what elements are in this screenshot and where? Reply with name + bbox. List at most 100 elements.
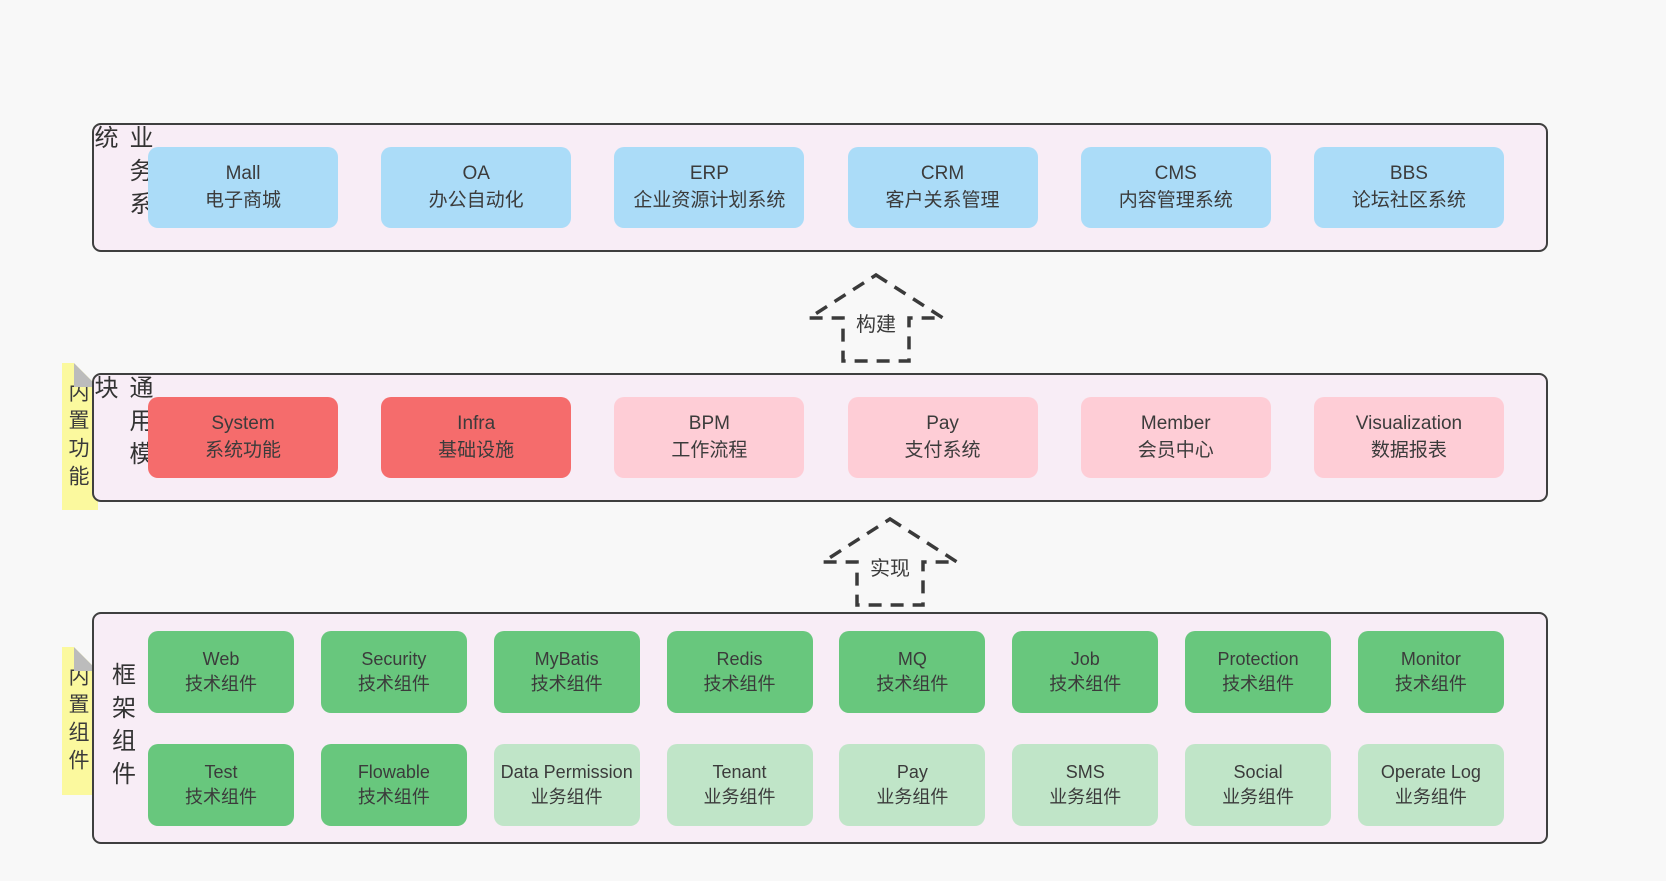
box-subtitle: 业务组件 [703, 786, 776, 807]
box-title: CRM [920, 162, 965, 184]
box-infra: Infra 基础设施 [381, 397, 572, 478]
box-subtitle: 工作流程 [671, 439, 748, 461]
box-social: Social 业务组件 [1185, 743, 1332, 826]
box-subtitle: 技术组件 [703, 673, 776, 694]
box-subtitle: 内容管理系统 [1118, 189, 1233, 211]
box-title: OA [462, 162, 490, 184]
box-title: Security [361, 648, 427, 669]
box-title: Infra [457, 412, 496, 434]
box-subtitle: 支付系统 [904, 439, 981, 461]
up-arrow-icon [806, 272, 946, 363]
box-subtitle: 办公自动化 [428, 189, 524, 211]
box-title: Pay [896, 761, 928, 782]
box-title: Tenant [712, 761, 767, 782]
box-cms: CMS 内容管理系统 [1080, 147, 1271, 228]
band-label-business-systems: 业务系统 [90, 125, 152, 250]
box-title: Data Permission [500, 761, 633, 782]
up-arrow-icon [820, 516, 960, 607]
box-title: Operate Log [1380, 761, 1481, 782]
box-title: Job [1070, 648, 1100, 669]
box-pay-system: Pay 支付系统 [847, 397, 1038, 478]
box-subtitle: 技术组件 [357, 786, 430, 807]
box-subtitle: 技术组件 [185, 673, 257, 694]
box-subtitle: 基础设施 [438, 439, 515, 461]
box-redis: Redis 技术组件 [666, 630, 813, 713]
box-title: Mall [225, 162, 261, 184]
band-label-common-modules: 通用模块 [90, 375, 152, 500]
box-title: Web [202, 648, 240, 669]
box-subtitle: 数据报表 [1370, 439, 1447, 461]
box-subtitle: 技术组件 [1222, 673, 1295, 694]
arrow-implement-label: 实现 [867, 552, 913, 581]
band-common-modules: 通用模块 System 系统功能 Infra 基础设施 BPM 工作流程 Pay… [90, 373, 1548, 502]
sticky-note-label: 内置功能 [66, 380, 89, 493]
box-bpm: BPM 工作流程 [614, 397, 805, 478]
box-title: ERP [689, 162, 729, 184]
box-protection: Protection 技术组件 [1185, 630, 1332, 713]
box-operate-log: Operate Log 业务组件 [1357, 743, 1504, 826]
box-oa: OA 办公自动化 [381, 147, 572, 228]
box-subtitle: 业务组件 [876, 786, 949, 807]
framework-row-2: Test 技术组件 Flowable 技术组件 Data Permission … [148, 743, 1504, 826]
box-crm: CRM 客户关系管理 [847, 147, 1038, 228]
box-title: Protection [1217, 648, 1299, 669]
band-business-systems: 业务系统 Mall 电子商城 OA 办公自动化 ERP 企业资源计划系统 CRM… [90, 123, 1548, 252]
box-title: Visualization [1355, 412, 1463, 434]
box-mq: MQ 技术组件 [839, 630, 986, 713]
box-tenant: Tenant 业务组件 [666, 743, 813, 826]
box-monitor: Monitor 技术组件 [1357, 630, 1504, 713]
box-title: Test [204, 761, 238, 782]
band-label-text: 通用模块 [90, 375, 152, 474]
box-subtitle: 论坛社区系统 [1351, 189, 1466, 211]
box-subtitle: 系统功能 [204, 439, 281, 461]
box-mybatis: MyBatis 技术组件 [493, 630, 640, 713]
box-sms: SMS 业务组件 [1012, 743, 1159, 826]
box-subtitle: 业务组件 [1222, 786, 1295, 807]
box-visualization: Visualization 数据报表 [1313, 397, 1504, 478]
arrow-build: 构建 [806, 272, 946, 364]
box-title: Pay [926, 412, 959, 434]
framework-row-1: Web 技术组件 Security 技术组件 MyBatis 技术组件 Redi… [148, 630, 1504, 713]
business-systems-row: Mall 电子商城 OA 办公自动化 ERP 企业资源计划系统 CRM 客户关系… [148, 125, 1546, 250]
box-subtitle: 企业资源计划系统 [633, 189, 786, 211]
box-subtitle: 会员中心 [1137, 439, 1214, 461]
box-subtitle: 业务组件 [530, 786, 603, 807]
box-flowable: Flowable 技术组件 [320, 743, 467, 826]
box-security: Security 技术组件 [320, 630, 467, 713]
box-data-permission: Data Permission 业务组件 [493, 743, 640, 826]
box-subtitle: 技术组件 [1049, 673, 1122, 694]
box-subtitle: 技术组件 [1394, 673, 1467, 694]
box-member: Member 会员中心 [1080, 397, 1271, 478]
box-subtitle: 客户关系管理 [885, 189, 1000, 211]
box-test: Test 技术组件 [148, 743, 294, 826]
band-label-text: 框架组件 [107, 662, 135, 794]
box-title: Monitor [1400, 648, 1461, 669]
box-mall: Mall 电子商城 [148, 147, 338, 228]
box-web: Web 技术组件 [148, 630, 294, 713]
box-system: System 系统功能 [148, 397, 338, 478]
box-title: System [211, 412, 275, 434]
box-subtitle: 技术组件 [357, 673, 430, 694]
box-title: CMS [1154, 162, 1197, 184]
box-job: Job 技术组件 [1012, 630, 1159, 713]
box-bbs: BBS 论坛社区系统 [1313, 147, 1504, 228]
box-subtitle: 技术组件 [876, 673, 949, 694]
box-title: SMS [1065, 761, 1105, 782]
common-modules-row: System 系统功能 Infra 基础设施 BPM 工作流程 Pay 支付系统… [148, 375, 1546, 500]
box-title: Flowable [357, 761, 430, 782]
framework-components-rows: Web 技术组件 Security 技术组件 MyBatis 技术组件 Redi… [148, 614, 1546, 842]
box-subtitle: 业务组件 [1049, 786, 1122, 807]
box-title: BPM [688, 412, 730, 434]
box-title: Social [1233, 761, 1283, 782]
box-pay-component: Pay 业务组件 [839, 743, 986, 826]
arrow-implement: 实现 [820, 516, 960, 608]
box-subtitle: 电子商城 [204, 189, 281, 211]
band-label-framework-components: 框架组件 [94, 614, 148, 842]
box-subtitle: 技术组件 [185, 786, 257, 807]
band-framework-components: 框架组件 Web 技术组件 Security 技术组件 MyBatis 技术组件… [92, 612, 1548, 844]
sticky-note-label: 内置组件 [66, 665, 89, 777]
arrow-build-label: 构建 [853, 308, 899, 337]
box-title: Redis [716, 648, 763, 669]
box-subtitle: 技术组件 [530, 673, 603, 694]
